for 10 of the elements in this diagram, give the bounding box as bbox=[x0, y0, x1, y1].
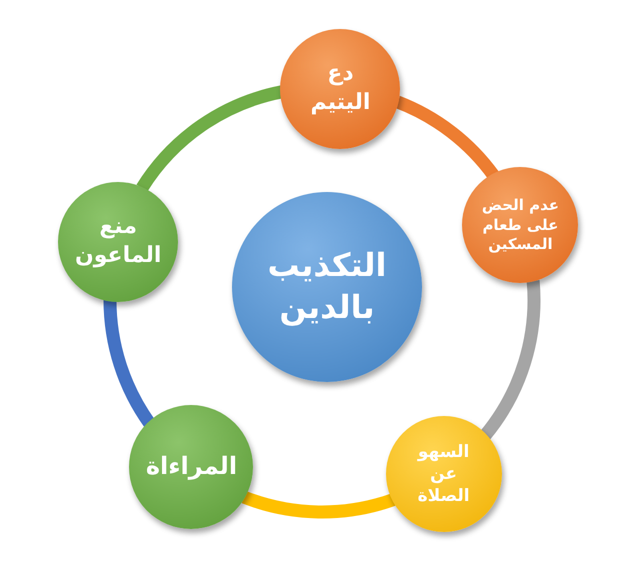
node-label: منع الماعون bbox=[74, 212, 162, 270]
ring-arc-connector bbox=[104, 299, 156, 427]
node-label: دع اليتيم bbox=[309, 60, 372, 117]
ring-arc-connector bbox=[242, 490, 396, 518]
node-label: السهو عن الصلاة bbox=[416, 440, 471, 507]
node-label: التكذيب بالدين bbox=[266, 245, 388, 328]
node-label: المراءاة bbox=[146, 451, 238, 482]
node-label: عدم الحض على طعام المسكين bbox=[480, 196, 560, 255]
ring-arc-connector bbox=[480, 280, 540, 440]
ring-arc-connector bbox=[394, 96, 499, 180]
